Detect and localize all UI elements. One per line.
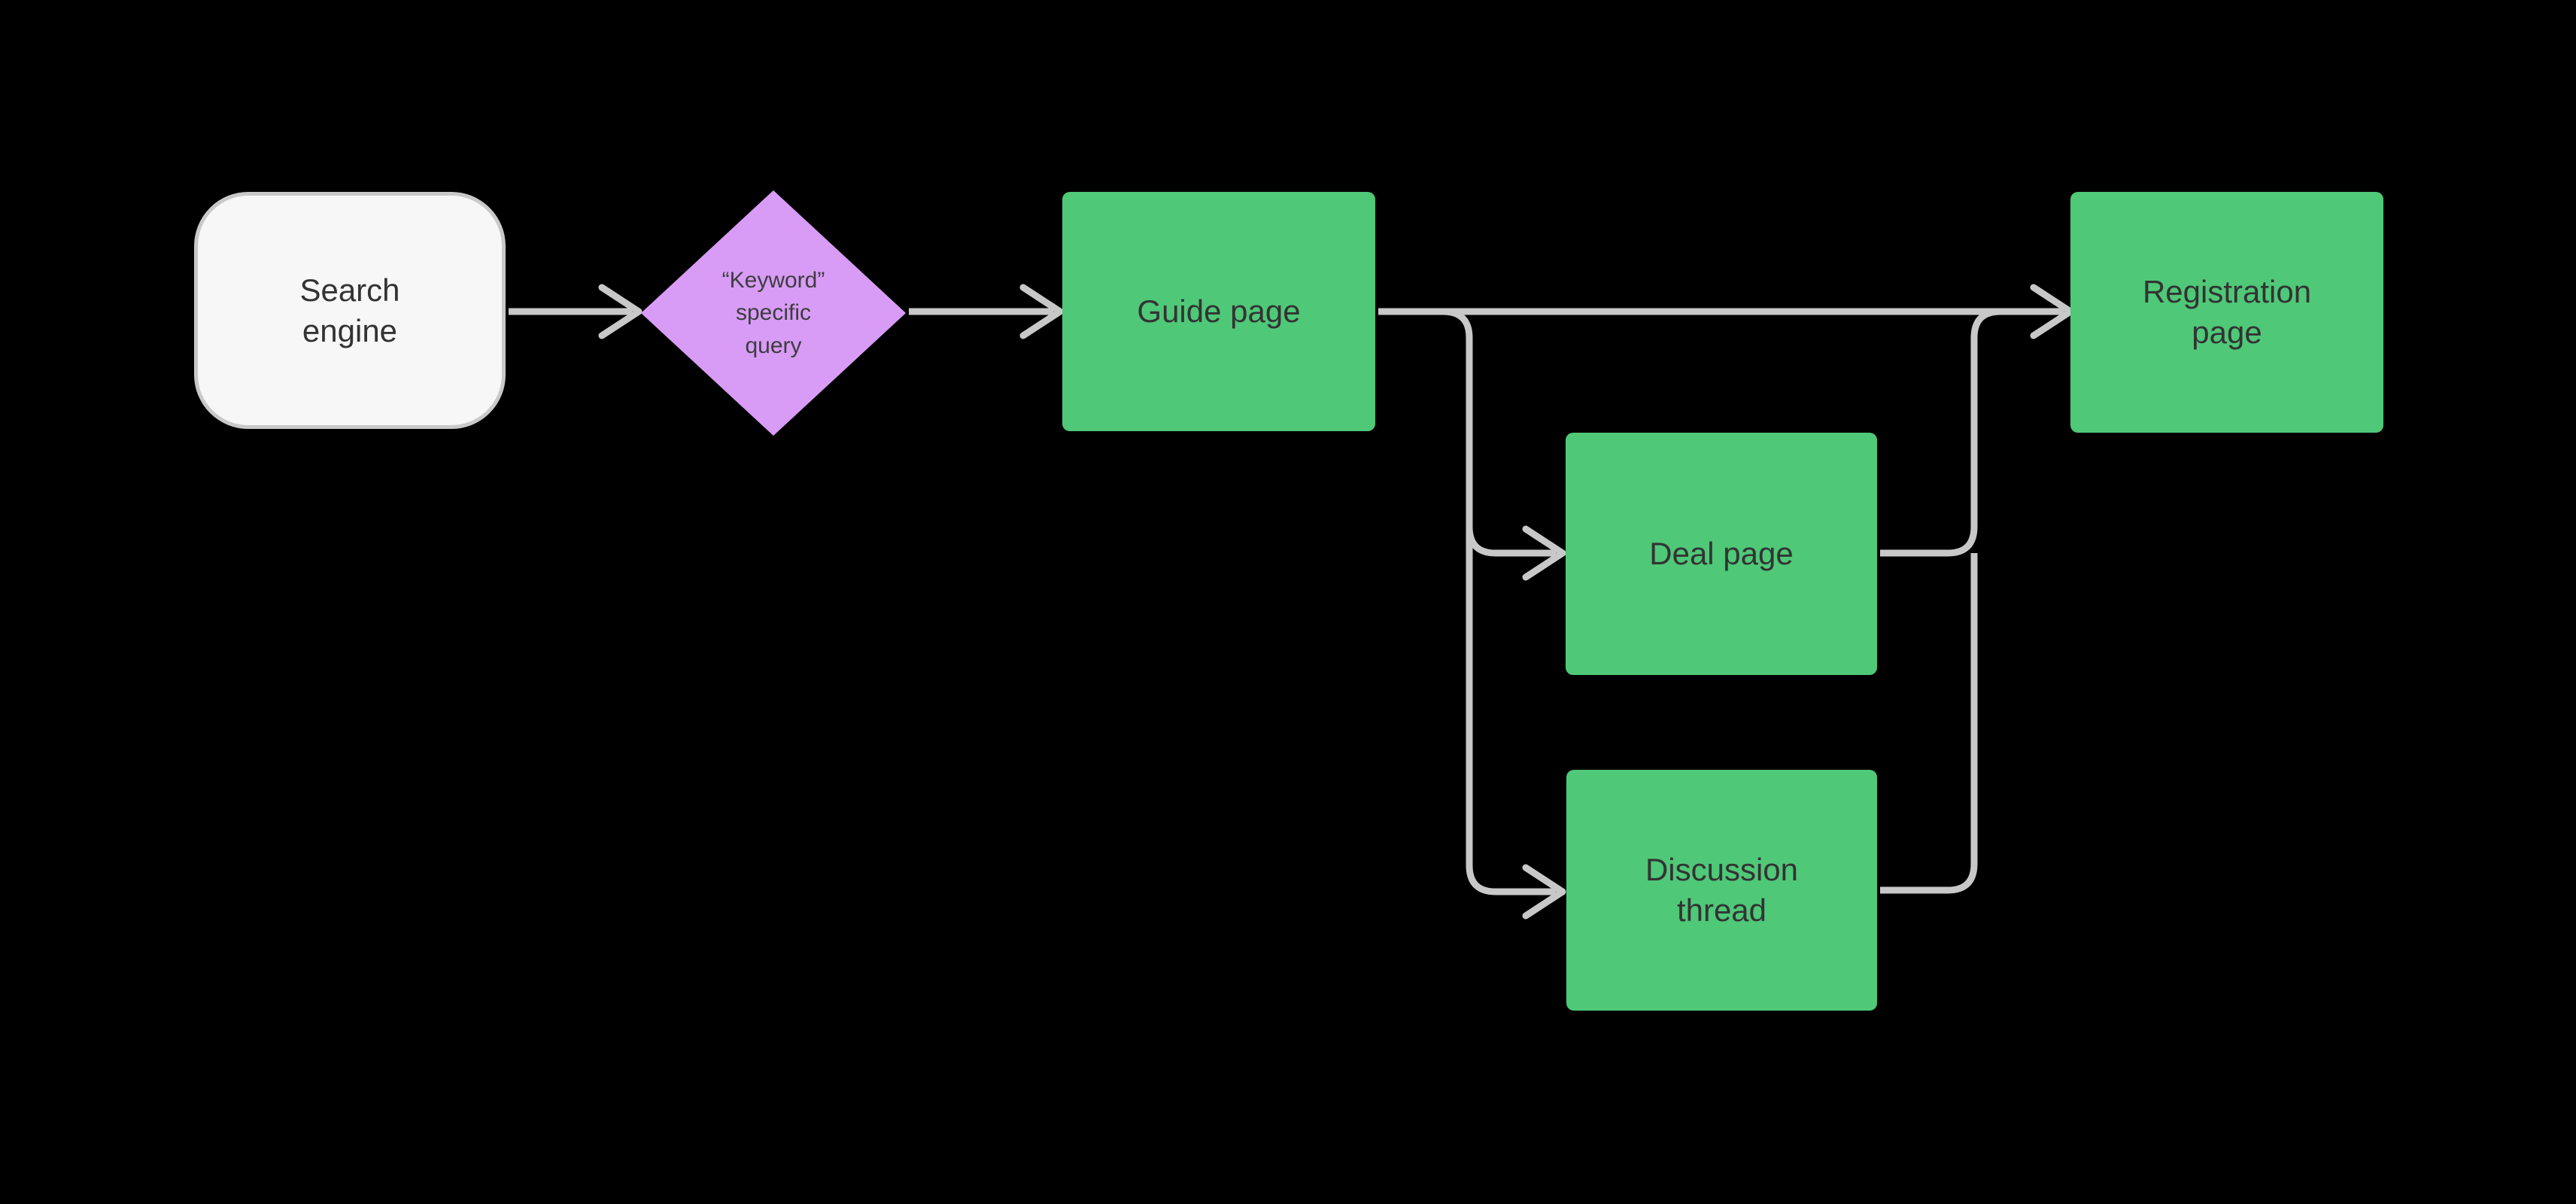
node-label-discussion-thread: Discussion thread <box>1645 852 1799 928</box>
node-registration-page[interactable]: Registration page <box>2070 192 2383 433</box>
node-label-registration-page: Registration page <box>2142 274 2312 350</box>
node-discussion-thread[interactable]: Discussion thread <box>1566 770 1877 1011</box>
edge-guide-branch-trunk <box>1442 308 1556 895</box>
edge-discussion-to-merge <box>1880 553 1978 894</box>
node-guide-page[interactable]: Guide page <box>1062 192 1375 431</box>
node-label-search-engine: Search engine <box>299 272 400 348</box>
node-label-deal-page: Deal page <box>1649 536 1794 572</box>
node-search-engine[interactable]: Search engine <box>194 192 506 429</box>
node-label-guide-page: Guide page <box>1137 293 1301 330</box>
edge-arrowhead-discussion <box>1522 864 1566 920</box>
edge-arrowhead-guide <box>1019 284 1064 339</box>
edge-deal-to-merge <box>1880 308 2031 557</box>
edge-arrowhead-keyword <box>598 284 642 339</box>
edge-guide-branch-to-deal <box>1466 526 1556 557</box>
node-keyword-query[interactable]: “Keyword” specific query <box>641 190 906 436</box>
diamond-shape <box>641 190 906 436</box>
edge-arrowhead-deal <box>1522 525 1566 581</box>
node-deal-page[interactable]: Deal page <box>1566 433 1877 675</box>
